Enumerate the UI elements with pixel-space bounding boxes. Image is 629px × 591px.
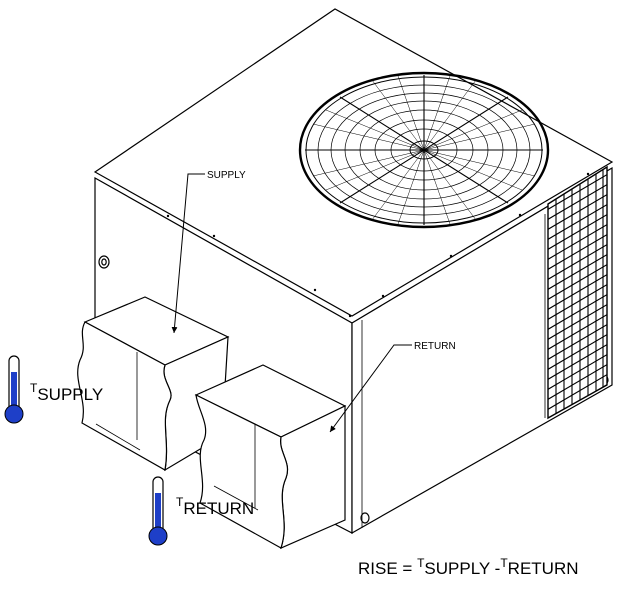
formula-mid: - bbox=[490, 559, 500, 578]
formula-t2: T bbox=[500, 556, 508, 570]
supply-temp-name: SUPPLY bbox=[37, 385, 103, 404]
cabinet-right-face bbox=[351, 166, 613, 535]
coil-grille bbox=[547, 165, 608, 420]
return-temperature-label: TRETURN bbox=[176, 495, 254, 518]
cabinet-top bbox=[93, 8, 614, 317]
rise-formula: RISE = TSUPPLY -TRETURN bbox=[358, 556, 579, 578]
return-label: RETURN bbox=[414, 341, 456, 352]
service-port bbox=[98, 255, 110, 269]
supply-leader bbox=[171, 173, 205, 334]
supply-label: SUPPLY bbox=[207, 170, 246, 181]
supply-thermometer-icon bbox=[4, 355, 24, 424]
supply-duct bbox=[77, 296, 230, 472]
supply-temperature-label: TSUPPLY bbox=[30, 381, 103, 404]
callout-leaders bbox=[171, 173, 412, 433]
condenser-fan-guard bbox=[298, 71, 550, 229]
return-leader bbox=[329, 344, 412, 433]
formula-name2: RETURN bbox=[508, 559, 579, 578]
panel-screws bbox=[166, 172, 590, 318]
formula-t1: T bbox=[417, 556, 425, 570]
return-duct bbox=[194, 364, 347, 550]
formula-lead: RISE = bbox=[358, 559, 417, 578]
supply-temp-prefix: T bbox=[30, 381, 38, 395]
return-thermometer-icon bbox=[148, 476, 168, 546]
return-temp-name: RETURN bbox=[183, 499, 254, 518]
return-temp-prefix: T bbox=[176, 495, 184, 509]
formula-name1: SUPPLY bbox=[424, 559, 490, 578]
